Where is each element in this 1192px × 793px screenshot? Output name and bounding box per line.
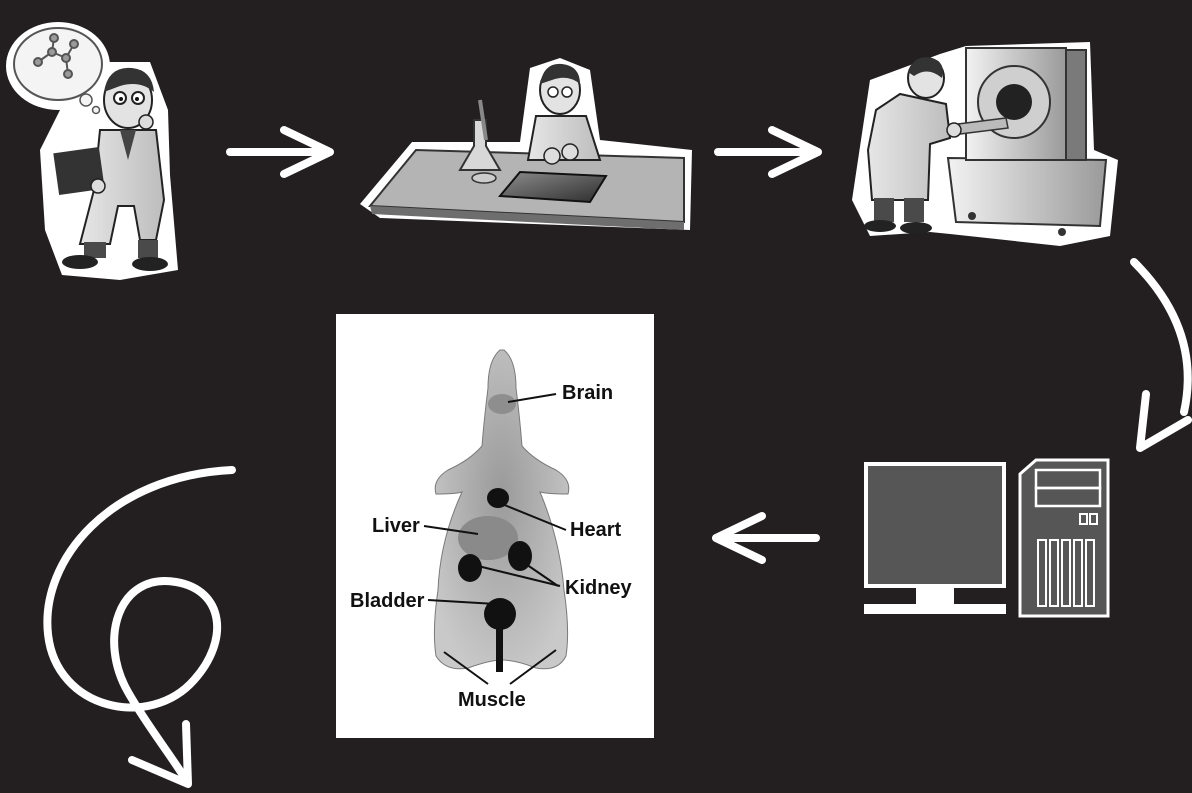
brain-organ <box>488 394 516 414</box>
liver-label: Liver <box>372 515 420 538</box>
arrow-right-icon <box>230 130 330 174</box>
bladder-label: Bladder <box>350 590 424 613</box>
lab-bench-icon <box>360 58 692 230</box>
pet-scanner-icon <box>852 42 1118 246</box>
monitor-icon <box>866 464 1004 586</box>
arrow-curved-down-icon <box>1134 262 1188 448</box>
muscle-label: Muscle <box>458 689 526 712</box>
tower-icon <box>1020 460 1108 616</box>
scientist-thinking-icon <box>6 22 178 280</box>
kidney-label: Kidney <box>565 577 632 600</box>
brain-label: Brain <box>562 382 613 405</box>
arrow-right-icon <box>718 130 818 174</box>
loop-arrow-icon <box>47 470 232 784</box>
kidney-left <box>458 554 482 582</box>
computer-workstation-icon <box>864 460 1108 616</box>
heart-label: Heart <box>570 519 621 542</box>
arrow-left-icon <box>716 516 816 560</box>
